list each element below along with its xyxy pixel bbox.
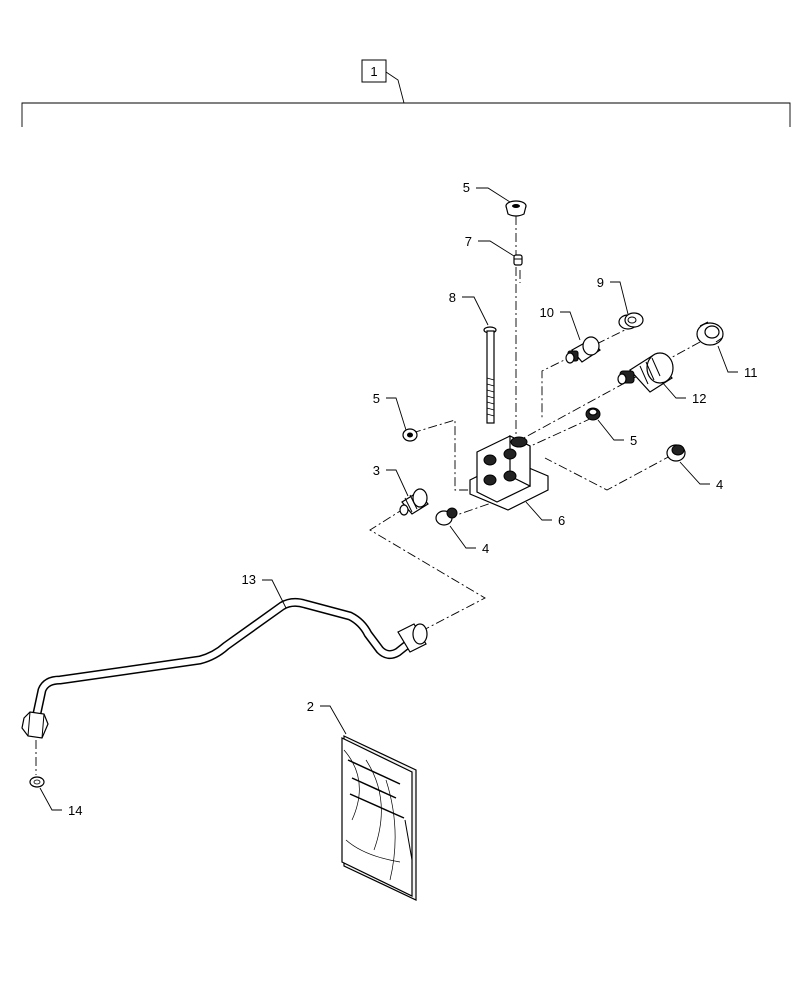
part-8-bolt — [483, 326, 497, 424]
callout-10: 10 — [540, 305, 554, 320]
callout-5-left: 5 — [373, 391, 380, 406]
part-11-clamp-ring — [696, 321, 724, 346]
part-4-plug-lower — [435, 507, 458, 526]
callout-8: 8 — [449, 290, 456, 305]
part-6-manifold-block — [469, 435, 549, 511]
part-13-tube — [21, 597, 428, 739]
callout-2: 2 — [307, 699, 314, 714]
part-14-washer — [29, 776, 45, 788]
part-12-valve — [617, 352, 674, 393]
part-4-plug-right — [666, 444, 686, 462]
callout-9: 9 — [597, 275, 604, 290]
callout-4-right: 4 — [716, 477, 723, 492]
callout-5-top: 5 — [463, 180, 470, 195]
callout-13: 13 — [242, 572, 256, 587]
part-7-set-screw — [513, 254, 523, 266]
callout-12: 12 — [692, 391, 706, 406]
assembly-bracket: 1 — [21, 59, 791, 127]
part-9-collar — [618, 312, 644, 330]
callout-labels: 5 7 8 10 9 11 12 5 5 4 3 6 4 13 2 14 — [68, 180, 758, 818]
callout-5-right: 5 — [630, 433, 637, 448]
callout-leaders — [39, 187, 738, 811]
part-10-fitting — [565, 336, 601, 364]
centerlines — [35, 216, 701, 775]
part-2-booklet — [341, 735, 417, 901]
callout-6: 6 — [558, 513, 565, 528]
callout-4-lower: 4 — [482, 541, 489, 556]
assembly-callout-box — [361, 59, 387, 83]
callout-7: 7 — [465, 234, 472, 249]
part-5-cap-top — [505, 200, 527, 217]
callout-14: 14 — [68, 803, 82, 818]
callout-3: 3 — [373, 463, 380, 478]
callout-1: 1 — [370, 64, 377, 79]
callout-11: 11 — [744, 365, 758, 380]
part-5-plug-left — [402, 428, 418, 442]
part-3-fitting — [399, 488, 429, 516]
part-5-plug-right — [585, 407, 601, 421]
